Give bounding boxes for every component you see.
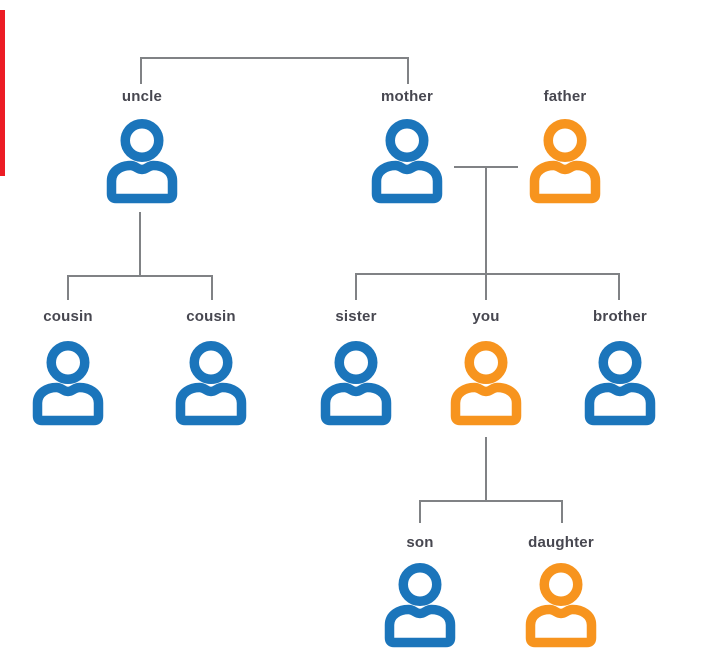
person-label-son: son: [406, 534, 434, 551]
person-icon-cousin-1: [32, 341, 104, 427]
person-node-daughter: [525, 563, 597, 649]
person-icon-son: [384, 563, 456, 649]
red-left-marker: [0, 10, 5, 176]
person-node-cousin-2: [175, 341, 247, 427]
person-node-mother: [371, 119, 443, 205]
person-label-cousin-2: cousin: [186, 308, 236, 325]
person-icon-cousin-2: [175, 341, 247, 427]
connector-marriage-drop: [485, 166, 487, 300]
person-icon-father: [529, 119, 601, 205]
person-node-uncle: [106, 119, 178, 205]
person-icon-mother: [371, 119, 443, 205]
connector-bracket-children: [419, 500, 563, 523]
person-label-father: father: [543, 88, 587, 105]
connector-bracket-uncle-mother: [140, 57, 409, 84]
connector-bracket-siblings: [355, 273, 620, 300]
connector-uncle-child-stub: [139, 212, 141, 275]
person-label-brother: brother: [593, 308, 647, 325]
person-node-cousin-1: [32, 341, 104, 427]
person-label-mother: mother: [380, 88, 434, 105]
person-icon-daughter: [525, 563, 597, 649]
person-icon-sister: [320, 341, 392, 427]
person-icon-uncle: [106, 119, 178, 205]
person-label-you: you: [472, 308, 500, 325]
connector-you-child-stub: [485, 437, 487, 500]
person-node-father: [529, 119, 601, 205]
person-label-uncle: uncle: [121, 88, 163, 105]
person-label-cousin-1: cousin: [43, 308, 93, 325]
person-icon-you: [450, 341, 522, 427]
person-label-sister: sister: [335, 308, 377, 325]
person-node-brother: [584, 341, 656, 427]
person-label-daughter: daughter: [528, 534, 594, 551]
person-node-you: [450, 341, 522, 427]
person-icon-brother: [584, 341, 656, 427]
person-node-son: [384, 563, 456, 649]
connector-bracket-cousins: [67, 275, 213, 300]
person-node-sister: [320, 341, 392, 427]
